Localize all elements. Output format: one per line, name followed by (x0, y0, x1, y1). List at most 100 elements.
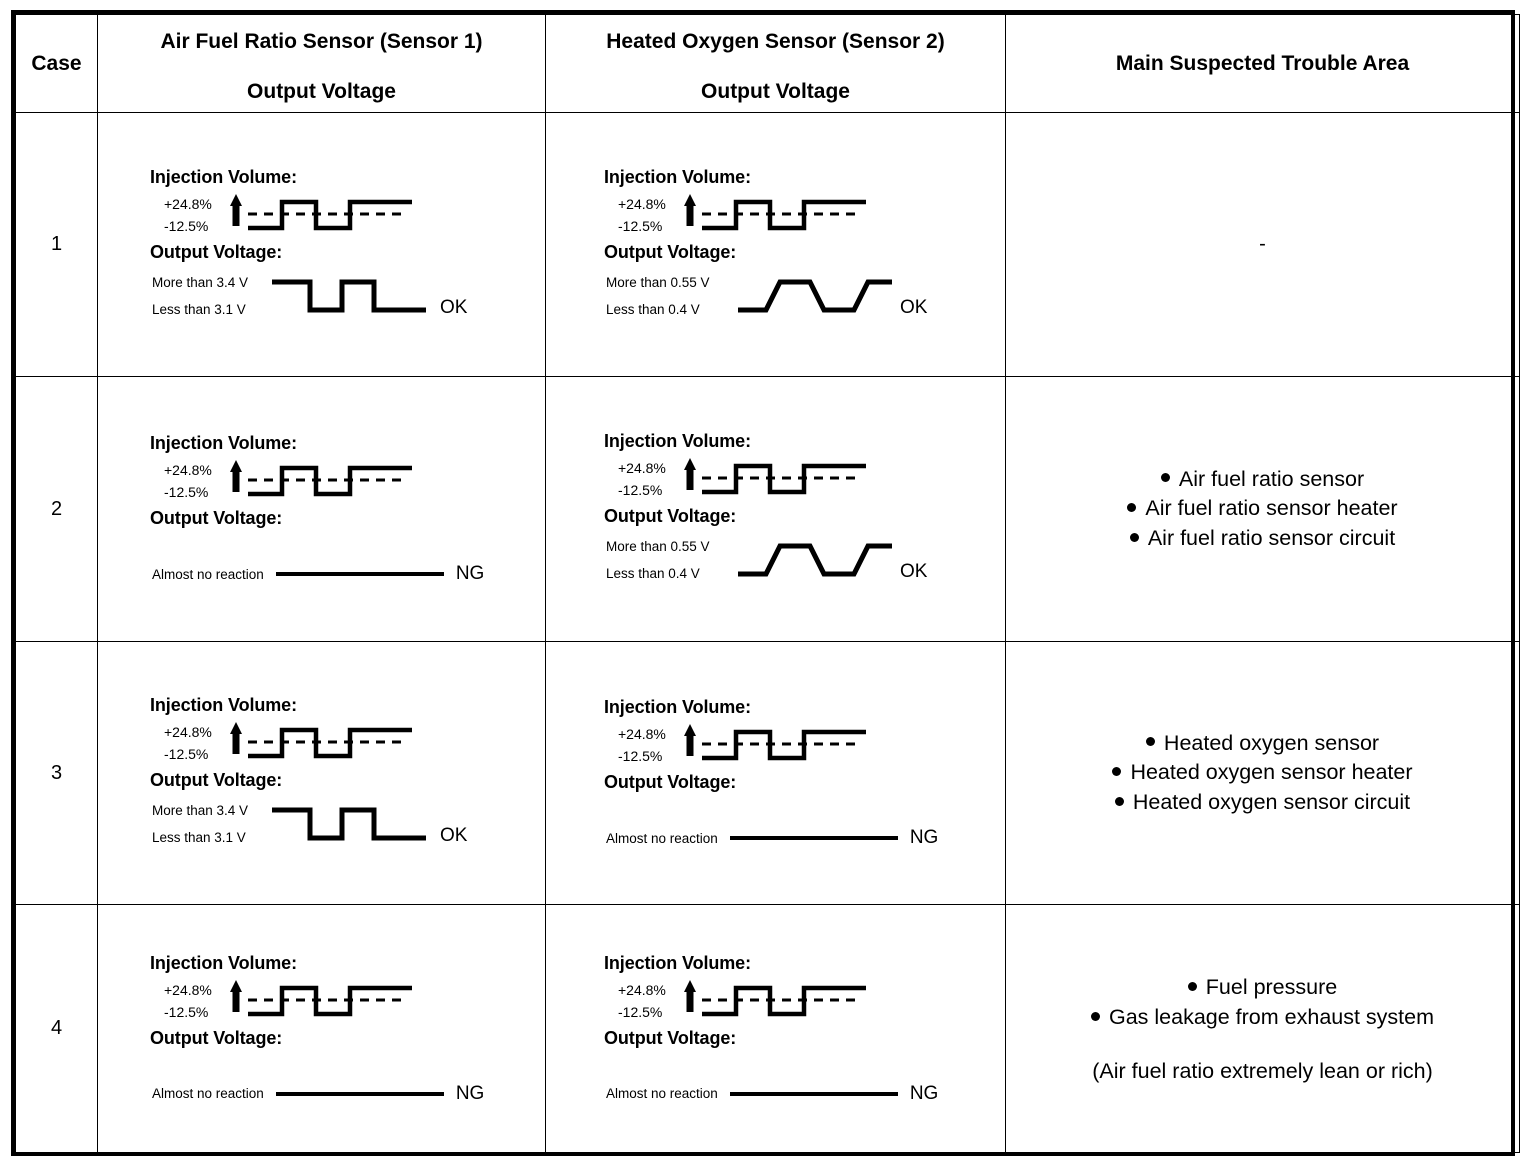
bullet-icon (1187, 982, 1197, 992)
af-no-reaction-label: Almost no reaction (152, 566, 264, 582)
table-frame: Case Air Fuel Ratio Sensor (Sensor 1) Ou… (11, 10, 1520, 1156)
trouble-area-cell-case1: - (1005, 112, 1520, 377)
pct-high-label: +24.8% (164, 195, 212, 212)
flat-line-icon (275, 1091, 444, 1096)
trouble-area-text: Air fuel ratio sensor (1178, 466, 1365, 491)
af-verdict-badge: OK (440, 296, 468, 318)
injection-volume-label: Injection Volume: (604, 166, 751, 187)
injection-volume-scale: +24.8% -12.5% (150, 194, 228, 237)
injection-volume-scale: +24.8% -12.5% (604, 458, 682, 501)
injection-square-wave-icon (230, 720, 426, 768)
o2-no-reaction-label: Almost no reaction (606, 830, 718, 846)
injection-volume-graph: +24.8% -12.5% (604, 722, 1005, 770)
o2-output-voltage-graph: More than 0.55 V Less than 0.4 V OK (604, 533, 1005, 587)
trouble-area-text: Heated oxygen sensor (1163, 730, 1380, 755)
trouble-area-text: Heated oxygen sensor circuit (1132, 789, 1411, 814)
pct-low-label: -12.5% (164, 217, 209, 234)
pct-low-label: -12.5% (164, 746, 209, 762)
trouble-area-text: Fuel pressure (1205, 975, 1338, 1000)
pct-high-label: +24.8% (164, 724, 212, 741)
header-label-af-title: Air Fuel Ratio Sensor (Sensor 1) (160, 29, 483, 53)
bullet-icon (1090, 1011, 1100, 1021)
injection-volume-scale: +24.8% -12.5% (150, 722, 228, 765)
o2-sensor-block: Injection Volume: +24.8% -12.5% (546, 167, 1005, 323)
list-item: Air fuel ratio sensor heater (1127, 494, 1398, 524)
pct-high-label: +24.8% (618, 981, 666, 998)
bullet-icon (1145, 737, 1155, 747)
injection-volume-graph: +24.8% -12.5% (604, 456, 1005, 504)
table-header: Case Air Fuel Ratio Sensor (Sensor 1) Ou… (15, 14, 1520, 113)
af-sensor-block: Injection Volume: +24.8% -12.5% (98, 695, 545, 851)
af-output-voltage-graph: More than 3.4 V Less than 3.1 V OK (150, 797, 545, 851)
sensor-diagnosis-table: Case Air Fuel Ratio Sensor (Sensor 1) Ou… (15, 14, 1520, 1153)
pct-low-label: -12.5% (618, 748, 663, 764)
injection-volume-graph: +24.8% -12.5% (150, 192, 545, 240)
injection-volume-label: Injection Volume: (150, 166, 297, 187)
output-voltage-label: Output Voltage: (604, 241, 737, 262)
table-row: 3 Injection Volume: +24.8% -12.5% (15, 641, 1520, 905)
injection-volume-graph: +24.8% -12.5% (604, 192, 1005, 240)
af-sensor-block: Injection Volume: +24.8% -12.5% (98, 167, 545, 323)
pct-low-label: -12.5% (618, 217, 663, 234)
o2-sensor-cell-case4: Injection Volume: +24.8% -12.5% (545, 904, 1006, 1153)
af-sensor-cell-case4: Injection Volume: +24.8% -12.5% (97, 904, 546, 1153)
trouble-area-cell-case2: Air fuel ratio sensor Air fuel ratio sen… (1005, 376, 1520, 642)
o2-verdict-badge: NG (909, 1082, 939, 1104)
header-cell-trouble-area: Main Suspected Trouble Area (1005, 14, 1520, 113)
o2-output-voltage-graph: More than 0.55 V Less than 0.4 V OK (604, 269, 1005, 323)
list-item: Air fuel ratio sensor (1127, 465, 1397, 495)
pct-low-label: -12.5% (618, 1003, 663, 1020)
case-cell: 4 (15, 904, 98, 1153)
o2-output-trapezoid-wave-icon (736, 270, 896, 322)
flat-line-icon (729, 1091, 898, 1096)
injection-volume-graph: +24.8% -12.5% (604, 978, 1005, 1026)
pct-high-label: +24.8% (618, 195, 666, 212)
injection-volume-label: Injection Volume: (604, 952, 751, 973)
o2-sensor-block: Injection Volume: +24.8% -12.5% (546, 953, 1005, 1105)
list-item: Air fuel ratio sensor circuit (1127, 524, 1397, 554)
trouble-area-note: (Air fuel ratio extremely lean or rich) (1092, 1058, 1433, 1083)
flat-line-icon (729, 836, 898, 840)
case-cell: 1 (15, 112, 98, 377)
case-number: 3 (50, 761, 63, 784)
injection-volume-graph: +24.8% -12.5% (150, 458, 545, 506)
pct-high-label: +24.8% (618, 726, 666, 743)
injection-volume-scale: +24.8% -12.5% (604, 724, 682, 767)
injection-volume-scale: +24.8% -12.5% (604, 980, 682, 1023)
list-item: Fuel pressure (1091, 973, 1434, 1003)
injection-volume-graph: +24.8% -12.5% (150, 978, 545, 1026)
flat-line-icon (275, 572, 444, 576)
o2-sensor-cell-case1: Injection Volume: +24.8% -12.5% (545, 112, 1006, 377)
o2-sensor-block: Injection Volume: +24.8% -12.5% (546, 431, 1005, 587)
af-no-reaction-label: Almost no reaction (152, 1086, 264, 1101)
af-voltage-thresholds: More than 3.4 V Less than 3.1 V (150, 797, 268, 851)
o2-voltage-thresholds: More than 0.55 V Less than 0.4 V (604, 533, 734, 587)
header-cell-case: Case (15, 14, 98, 113)
case-cell: 2 (15, 376, 98, 642)
o2-sensor-block: Injection Volume: +24.8% -12.5% (546, 697, 1005, 849)
table-row: 1 Injection Volume: +24.8% -12.5% (15, 112, 1520, 377)
bullet-icon (1129, 532, 1139, 542)
af-no-reaction-row: Almost no reaction NG (150, 1083, 545, 1105)
bullet-icon (1114, 796, 1124, 806)
injection-volume-label: Injection Volume: (150, 433, 297, 453)
af-more-than-label: More than 3.4 V (152, 274, 249, 290)
header-label-o2-subtitle: Output Voltage (701, 79, 850, 103)
pct-low-label: -12.5% (164, 484, 209, 500)
trouble-area-list: Heated oxygen sensor Heated oxygen senso… (1112, 729, 1413, 818)
af-voltage-thresholds: More than 3.4 V Less than 3.1 V (150, 269, 268, 323)
af-no-reaction-row: Almost no reaction NG (150, 563, 545, 585)
header-label-o2-title: Heated Oxygen Sensor (Sensor 2) (606, 29, 945, 53)
output-voltage-label: Output Voltage: (604, 1027, 737, 1048)
af-verdict-badge: NG (455, 1082, 485, 1104)
o2-less-than-label: Less than 0.4 V (606, 301, 700, 317)
pct-high-label: +24.8% (164, 981, 212, 998)
header-row: Case Air Fuel Ratio Sensor (Sensor 1) Ou… (15, 14, 1520, 113)
table-row: 2 Injection Volume: +24.8% -12.5% (15, 376, 1520, 642)
header-label-af-subtitle: Output Voltage (247, 79, 396, 103)
trouble-area-text: Heated oxygen sensor heater (1130, 760, 1413, 785)
trouble-area-empty-dash: - (1259, 233, 1266, 255)
trouble-area-text: Air fuel ratio sensor circuit (1147, 525, 1396, 550)
af-verdict-badge: NG (455, 563, 485, 584)
injection-volume-scale: +24.8% -12.5% (150, 460, 228, 503)
